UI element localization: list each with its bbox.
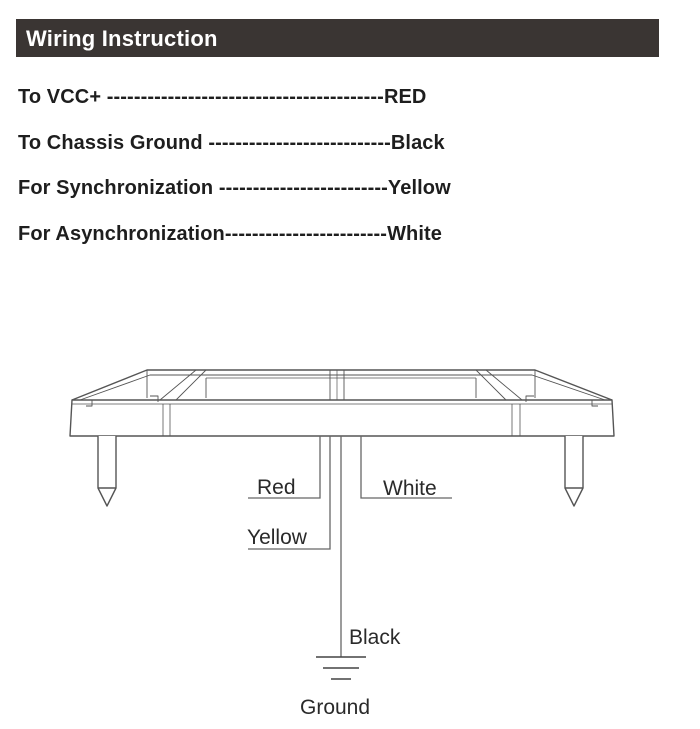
wiring-label: For Synchronization	[18, 177, 219, 199]
wiring-dashes: ---------------------------	[208, 131, 391, 154]
red-wire	[248, 436, 321, 499]
yellow-wire	[248, 436, 331, 550]
wiring-row-asynchronization: For Asynchronization--------------------…	[18, 223, 451, 269]
wiring-dashes: ----------------------------------------…	[106, 86, 384, 108]
wiring-color: Black	[390, 131, 445, 154]
wire-label-red: Red	[257, 476, 296, 499]
white-wire	[360, 436, 452, 499]
wiring-color: RED	[383, 86, 427, 108]
wiring-label: To Chassis Ground	[18, 131, 209, 154]
wiring-row-chassis-ground: To Chassis Ground ----------------------…	[18, 132, 451, 178]
mounting-bolt-right	[564, 436, 584, 507]
wiring-color: White	[387, 222, 443, 245]
wire-bundle	[248, 436, 452, 657]
ground-symbol-icon	[316, 656, 366, 680]
wiring-dashes: -------------------------	[218, 177, 388, 199]
wire-label-white: White	[383, 477, 437, 500]
wire-label-black: Black	[349, 626, 401, 649]
wiring-row-vcc: To VCC+ --------------------------------…	[18, 86, 451, 132]
page-title: Wiring Instruction	[26, 26, 218, 51]
ground-label: Ground	[300, 696, 370, 719]
wiring-color: Yellow	[387, 177, 451, 199]
mounting-bolt-left	[97, 436, 117, 507]
wiring-label: To VCC+	[18, 86, 107, 108]
wiring-row-synchronization: For Synchronization --------------------…	[18, 177, 451, 223]
wire-label-yellow: Yellow	[247, 526, 308, 549]
wiring-dashes: ------------------------	[224, 222, 388, 245]
wiring-label: For Asynchronization	[18, 222, 225, 245]
header-bar: Wiring Instruction	[16, 19, 659, 57]
light-bar-housing	[69, 369, 615, 437]
wiring-list: To VCC+ --------------------------------…	[18, 86, 451, 268]
